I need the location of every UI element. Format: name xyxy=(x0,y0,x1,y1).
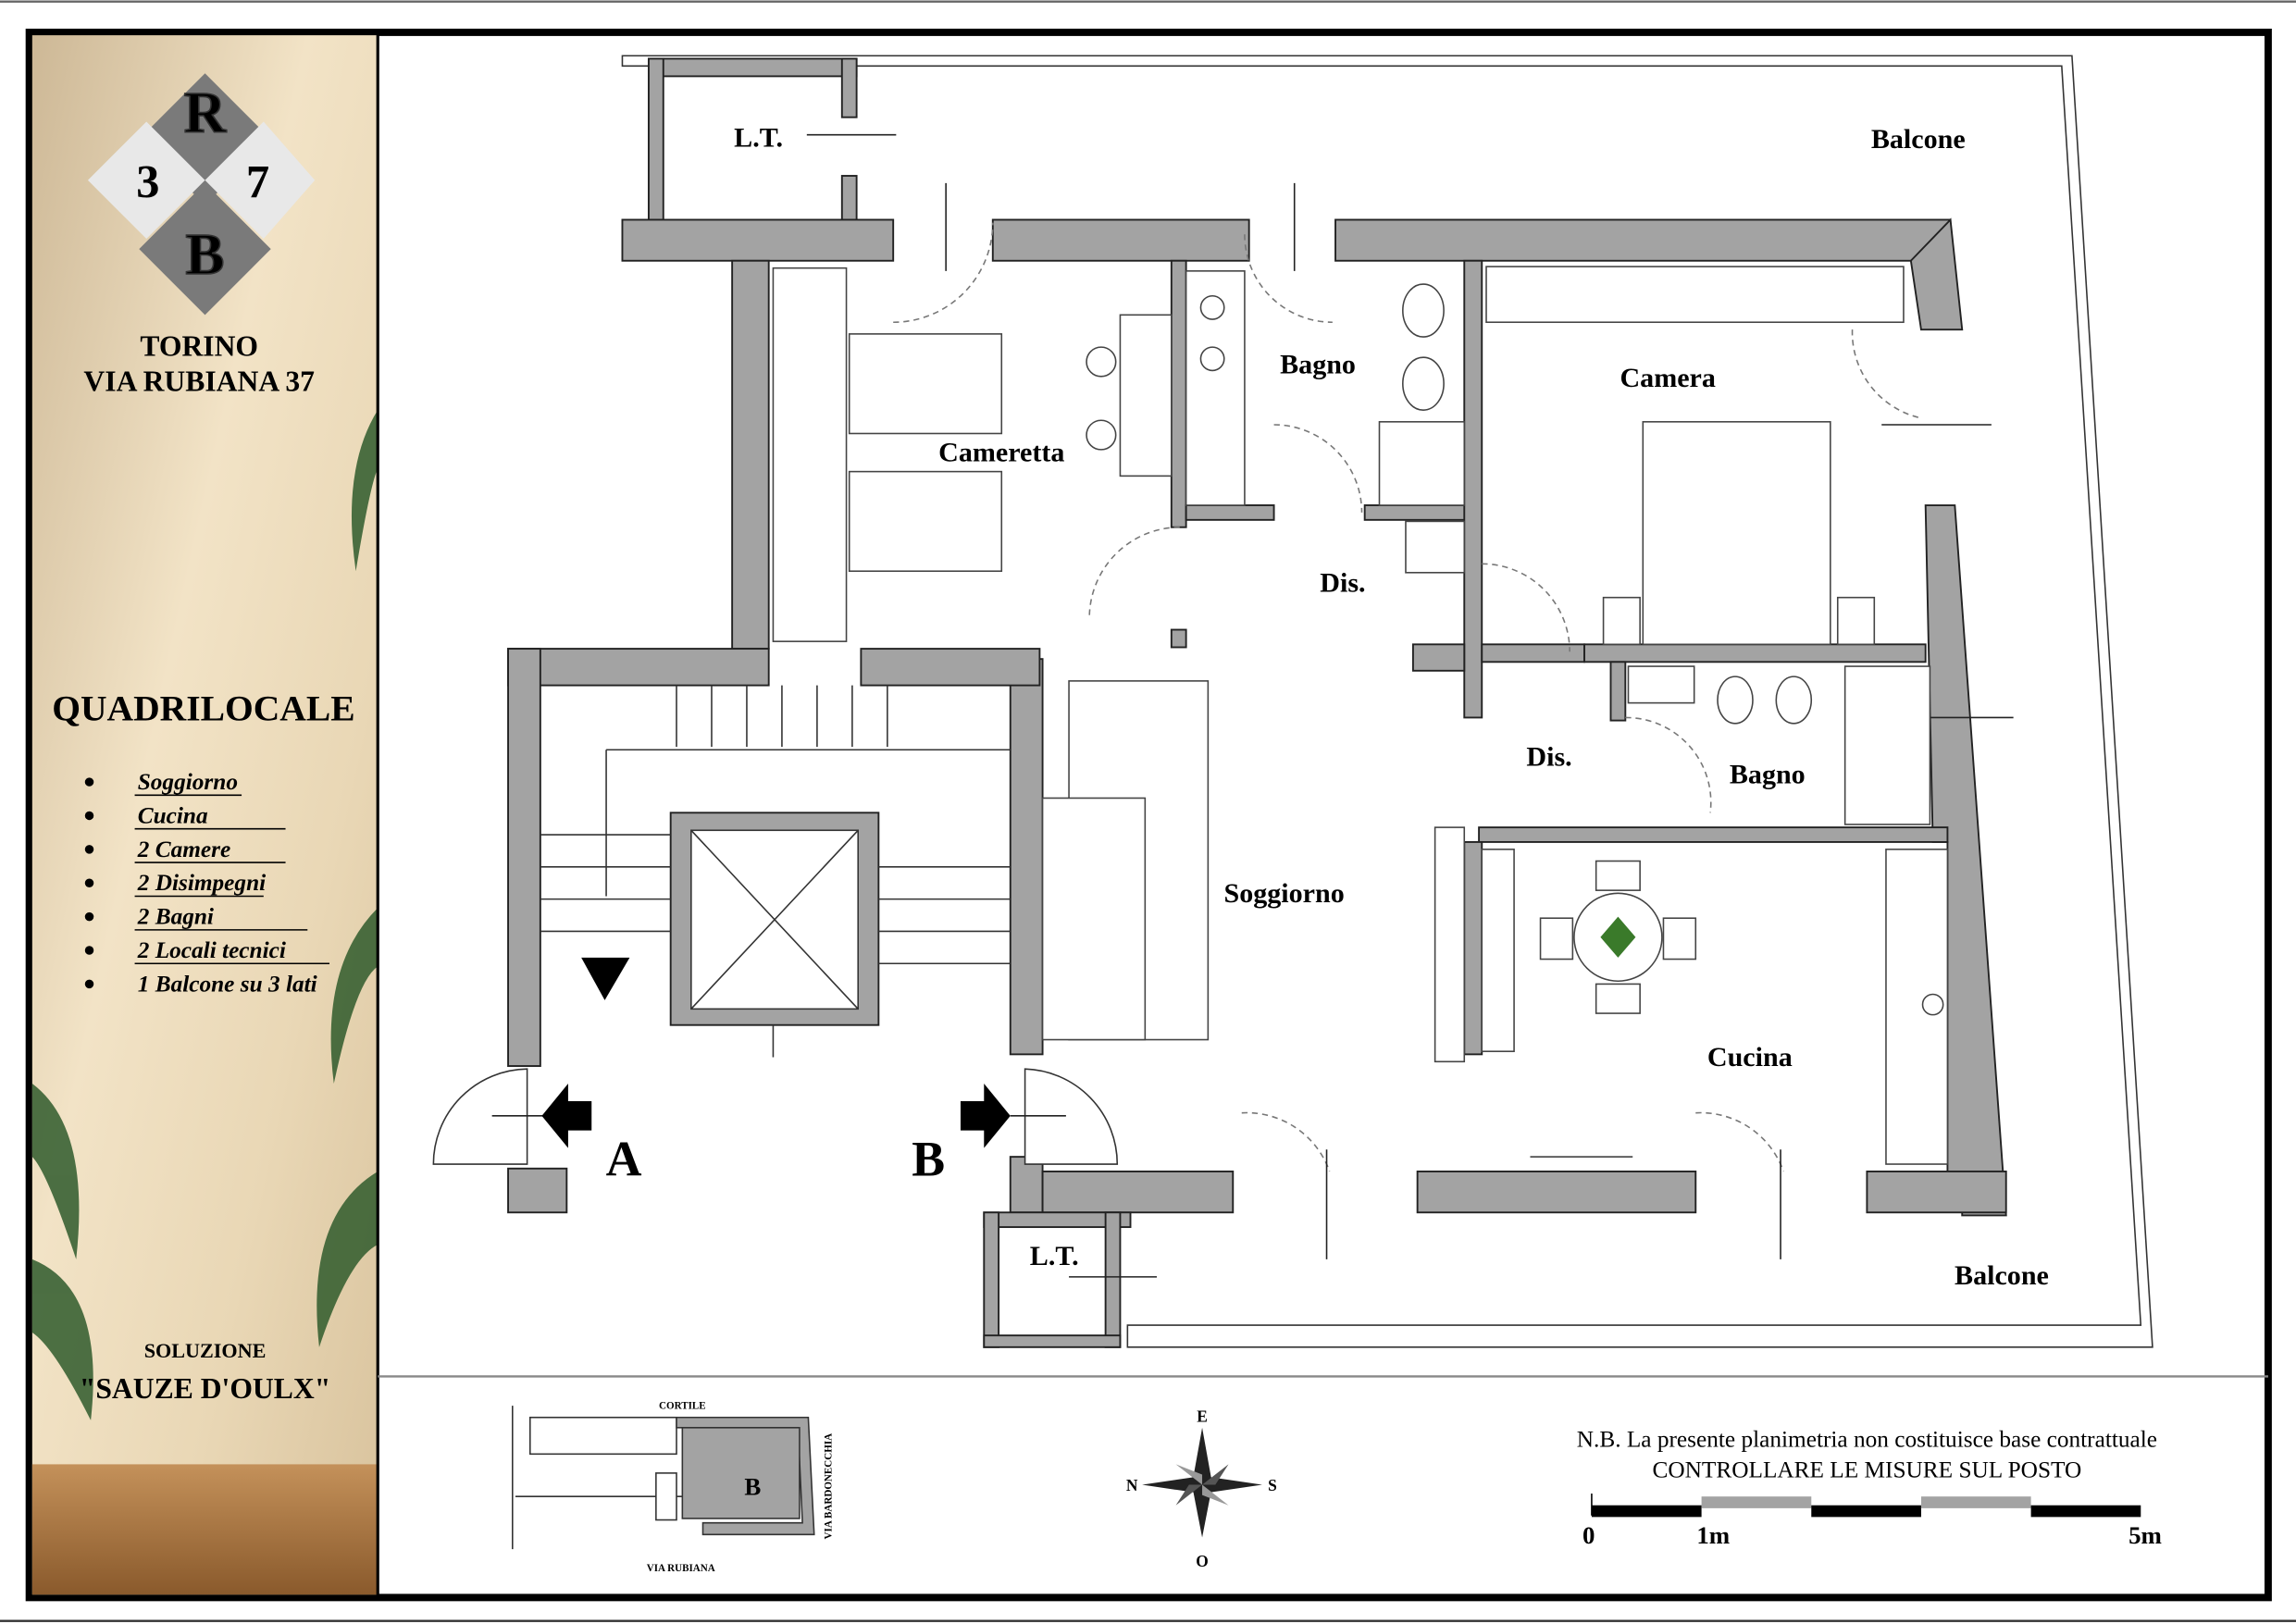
svg-text:2 Camere: 2 Camere xyxy=(137,837,230,862)
solution-name: "SAUZE D'OULX" xyxy=(80,1372,330,1405)
svg-text:Soggiorno: Soggiorno xyxy=(138,769,238,795)
room-label-balcone-bottom: Balcone xyxy=(1955,1259,2049,1291)
room-label-cucina: Cucina xyxy=(1707,1041,1793,1072)
room-label-lt-top: L.T. xyxy=(734,121,783,153)
svg-text:2 Locali tecnici: 2 Locali tecnici xyxy=(137,937,286,963)
logo-letter-3: 3 xyxy=(136,156,159,208)
entrance-arrow-b-icon xyxy=(960,1084,1011,1148)
stairs xyxy=(540,685,1011,1058)
feature-item: 2 Disimpegni xyxy=(84,870,266,898)
feature-item: 2 Bagni xyxy=(84,904,308,931)
room-label-dis-2: Dis. xyxy=(1526,741,1571,773)
floor-plan: L.T. Balcone Bagno Camera Cameretta Dis.… xyxy=(432,55,2153,1348)
feature-item: 2 Locali tecnici xyxy=(84,937,330,965)
room-label-dis-1: Dis. xyxy=(1320,566,1365,598)
listing-type: QUADRILOCALE xyxy=(52,688,354,729)
plant-decoration xyxy=(31,410,379,1420)
compass-rose-icon: E N S O xyxy=(1126,1407,1277,1571)
scale-bar: 0 1m 5m xyxy=(1582,1494,2162,1549)
feature-item: 1 Balcone su 3 lati xyxy=(84,971,317,997)
keymap-cortile: CORTILE xyxy=(659,1400,706,1411)
keymap-via-bardonecchia: VIA BARDONECCHIA xyxy=(824,1433,835,1540)
compass-n: N xyxy=(1126,1476,1138,1494)
room-label-soggiorno: Soggiorno xyxy=(1224,877,1345,909)
keymap-via-rubiana: VIA RUBIANA xyxy=(647,1563,715,1574)
sheet-frame xyxy=(25,28,2272,1602)
address-title: VIA RUBIANA 37 xyxy=(83,366,315,398)
down-arrow-icon xyxy=(581,957,630,1000)
room-label-camera: Camera xyxy=(1620,362,1715,393)
door-swings xyxy=(432,133,2014,1278)
scale-label-5m: 5m xyxy=(2128,1521,2162,1549)
balcony-outline xyxy=(621,55,2153,1348)
location-keymap: CORTILE VIA RUBIANA VIA BARDONECCHIA B xyxy=(512,1400,835,1574)
room-label-balcone-top: Balcone xyxy=(1871,123,1966,155)
logo-letter-7: 7 xyxy=(246,156,269,208)
room-label-cameretta: Cameretta xyxy=(938,437,1064,468)
svg-text:2 Disimpegni: 2 Disimpegni xyxy=(137,870,266,896)
room-label-lt-bottom: L.T. xyxy=(1030,1240,1079,1271)
svg-text:Cucina: Cucina xyxy=(138,802,208,828)
measure-warning: CONTROLLARE LE MISURE SUL POSTO xyxy=(1652,1457,2081,1483)
entrance-label-a: A xyxy=(606,1132,642,1187)
feature-item: 2 Camere xyxy=(84,837,286,863)
feature-item: Soggiorno xyxy=(84,769,242,797)
room-label-bagno-1: Bagno xyxy=(1280,349,1356,380)
room-label-bagno-2: Bagno xyxy=(1730,759,1806,790)
svg-text:2 Bagni: 2 Bagni xyxy=(137,904,214,930)
compass-e: E xyxy=(1197,1407,1208,1426)
compass-o: O xyxy=(1196,1552,1209,1570)
entrance-label-b: B xyxy=(912,1132,945,1187)
feature-list: Soggiorno Cucina 2 Camere 2 Disimpegni 2… xyxy=(84,769,330,997)
logo-letter-r: R xyxy=(184,81,228,145)
solution-label: SOLUZIONE xyxy=(144,1339,267,1362)
city-title: TORINO xyxy=(140,330,258,363)
furniture xyxy=(772,266,1949,1165)
compass-s: S xyxy=(1268,1476,1277,1494)
feature-item: Cucina xyxy=(84,802,286,830)
logo-letter-b: B xyxy=(185,222,224,287)
entrance-arrow-a-icon xyxy=(541,1084,592,1148)
side-panel: R 3 7 B TORINO VIA RUBIANA 37 QUADRILOCA… xyxy=(31,35,379,1595)
disclaimer-note: N.B. La presente planimetria non costitu… xyxy=(1577,1426,2157,1452)
svg-text:1 Balcone su 3 lati: 1 Balcone su 3 lati xyxy=(138,971,317,997)
scale-label-0: 0 xyxy=(1582,1521,1595,1549)
keymap-unit-b: B xyxy=(744,1473,761,1501)
scale-label-1m: 1m xyxy=(1696,1521,1730,1549)
